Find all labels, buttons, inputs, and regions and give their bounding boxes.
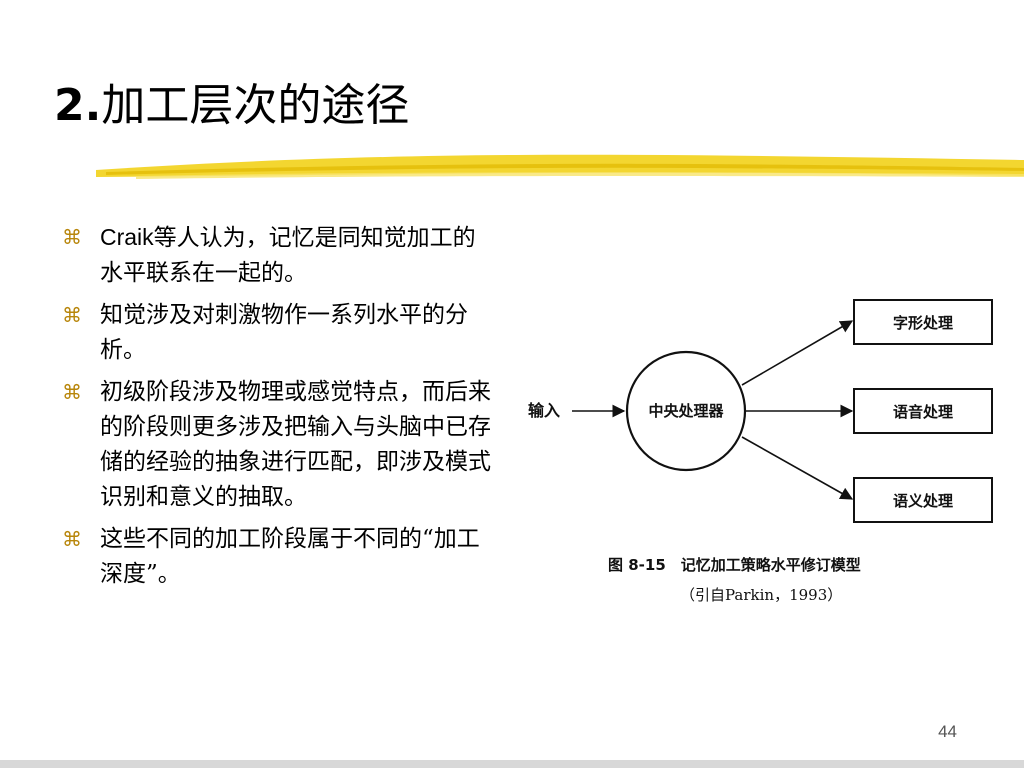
bullet-item: ⌘ 这些不同的加工阶段属于不同的“加工深度”。: [62, 522, 492, 592]
title-text: 加工层次的途径: [101, 80, 410, 131]
yellow-brush-stroke: [96, 154, 1024, 179]
central-processor-label: 中央处理器: [648, 402, 724, 420]
orthographic-label: 字形处理: [893, 314, 953, 332]
bullet-latin: Craik: [100, 224, 154, 250]
bullet-list: ⌘ Craik等人认为，记忆是同知觉加工的水平联系在一起的。 ⌘ 知觉涉及对刺激…: [62, 220, 492, 599]
orthographic-box: [853, 299, 993, 345]
phonological-label: 语音处理: [893, 403, 953, 421]
figure-citation: （引自Parkin，1993）: [680, 586, 842, 604]
arrow-to-orthographic: [741, 320, 854, 386]
title-number: 2.: [54, 80, 102, 131]
command-key-bullet-icon: ⌘: [62, 380, 82, 404]
semantic-label: 语义处理: [893, 492, 953, 510]
slide-title: 2.加工层次的途径: [54, 78, 409, 134]
semantic-box: [853, 477, 993, 523]
phonological-box: [853, 388, 993, 434]
central-processor-circle: [625, 350, 747, 472]
bullet-item: ⌘ Craik等人认为，记忆是同知觉加工的水平联系在一起的。: [62, 220, 492, 291]
page-number: 44: [938, 722, 957, 741]
figure-caption: 图 8-15 记忆加工策略水平修订模型: [608, 556, 861, 574]
processing-diagram: 输入 中央处理器 字形处理 语音处理 语义处理 图 8-15 记忆加工策略水平修…: [528, 299, 993, 604]
bullet-text: 知觉涉及对刺激物作一系列水平的分析。: [100, 302, 468, 363]
bullet-text: 这些不同的加工阶段属于不同的“加工深度”。: [100, 526, 480, 587]
arrow-to-semantic: [741, 436, 854, 500]
command-key-bullet-icon: ⌘: [62, 303, 82, 327]
command-key-bullet-icon: ⌘: [62, 527, 82, 551]
command-key-bullet-icon: ⌘: [62, 225, 82, 249]
bullet-item: ⌘ 知觉涉及对刺激物作一系列水平的分析。: [62, 298, 492, 368]
bottom-border: [0, 760, 1024, 768]
input-label: 输入: [528, 401, 560, 420]
bullet-item: ⌘ 初级阶段涉及物理或感觉特点，而后来的阶段则更多涉及把输入与头脑中已存储的经验…: [62, 375, 492, 515]
bullet-text: 等人认为，记忆是同知觉加工的水平联系在一起的。: [100, 225, 476, 286]
bullet-text: 初级阶段涉及物理或感觉特点，而后来的阶段则更多涉及把输入与头脑中已存储的经验的抽…: [100, 379, 491, 510]
